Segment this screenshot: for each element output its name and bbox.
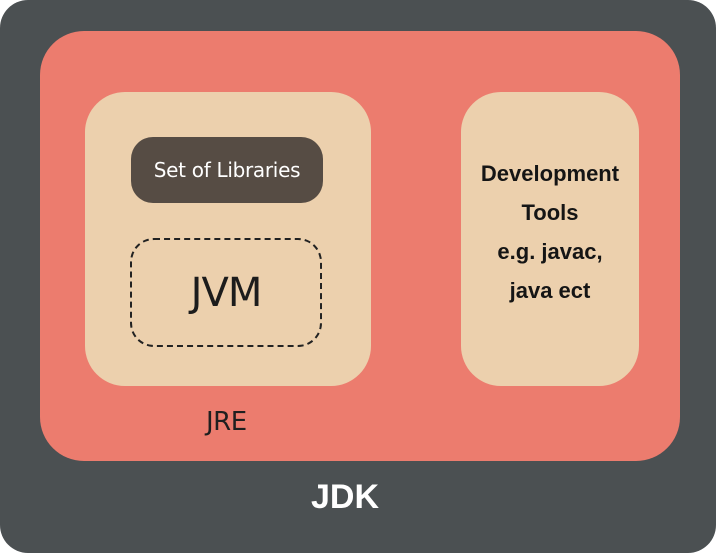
dev-tools-line: Development	[480, 161, 620, 186]
jre-label: JRE	[206, 407, 247, 437]
jre-inner-box: Set of Libraries JVM	[85, 92, 371, 386]
development-tools-text: Development Tools e.g. javac, java ect	[481, 154, 619, 310]
dev-tools-line: Tools	[521, 200, 579, 225]
jvm-box: JVM	[130, 238, 322, 347]
jdk-label: JDK	[310, 478, 380, 516]
set-of-libraries-box: Set of Libraries	[131, 137, 323, 203]
jre-container: Set of Libraries JVM JRE Development Too…	[40, 31, 680, 461]
dev-tools-line: java ect	[509, 278, 591, 303]
development-tools-box: Development Tools e.g. javac, java ect	[461, 92, 639, 386]
dev-tools-line: e.g. javac,	[497, 239, 603, 264]
